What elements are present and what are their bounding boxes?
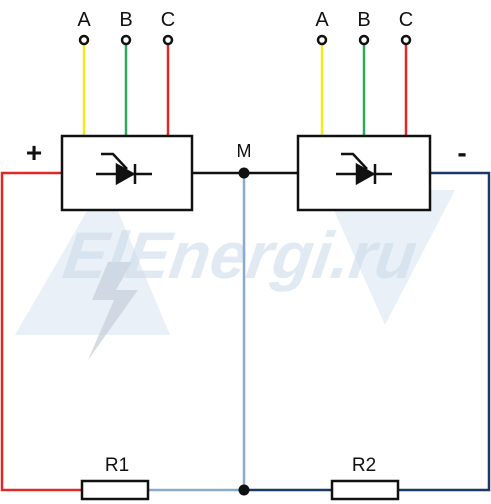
phase-label-c-left: C: [161, 9, 175, 31]
thyristor-icon: [96, 152, 152, 186]
terminal-b-right: [358, 34, 370, 46]
converter-right: [296, 134, 432, 212]
resistor-r2: [330, 479, 400, 501]
resistor-r1: [80, 479, 150, 501]
negative-terminal-label: -: [457, 137, 466, 168]
terminal-a-left: [78, 34, 90, 46]
lightning-icon: [88, 262, 138, 360]
phase-label-a-left: A: [77, 9, 91, 31]
negative-wire: [398, 171, 491, 492]
phase-terminals: [78, 34, 412, 46]
positive-terminal-label: +: [26, 137, 42, 168]
resistor-r2-label: R2: [352, 455, 376, 476]
thyristor-icon: [336, 152, 392, 186]
terminal-b-left: [120, 34, 132, 46]
resistor-r1-label: R1: [105, 455, 129, 476]
terminal-c-left: [162, 34, 174, 46]
midpoint-label: M: [237, 141, 252, 161]
midpoint-node-bottom: [238, 484, 250, 496]
converter-left: [60, 134, 194, 212]
midpoint-node-top: [238, 167, 250, 179]
phase-label-a-right: A: [315, 9, 329, 31]
terminal-a-right: [316, 34, 328, 46]
phase-label-c-right: C: [399, 9, 413, 31]
terminal-c-right: [400, 34, 412, 46]
watermark: ElEnergi.ru: [15, 180, 455, 360]
watermark-triangle-right: [325, 190, 455, 325]
watermark-text: ElEnergi.ru: [59, 219, 421, 293]
phase-label-b-right: B: [357, 9, 370, 31]
phase-label-b-left: B: [119, 9, 132, 31]
positive-wire: [0, 171, 82, 492]
